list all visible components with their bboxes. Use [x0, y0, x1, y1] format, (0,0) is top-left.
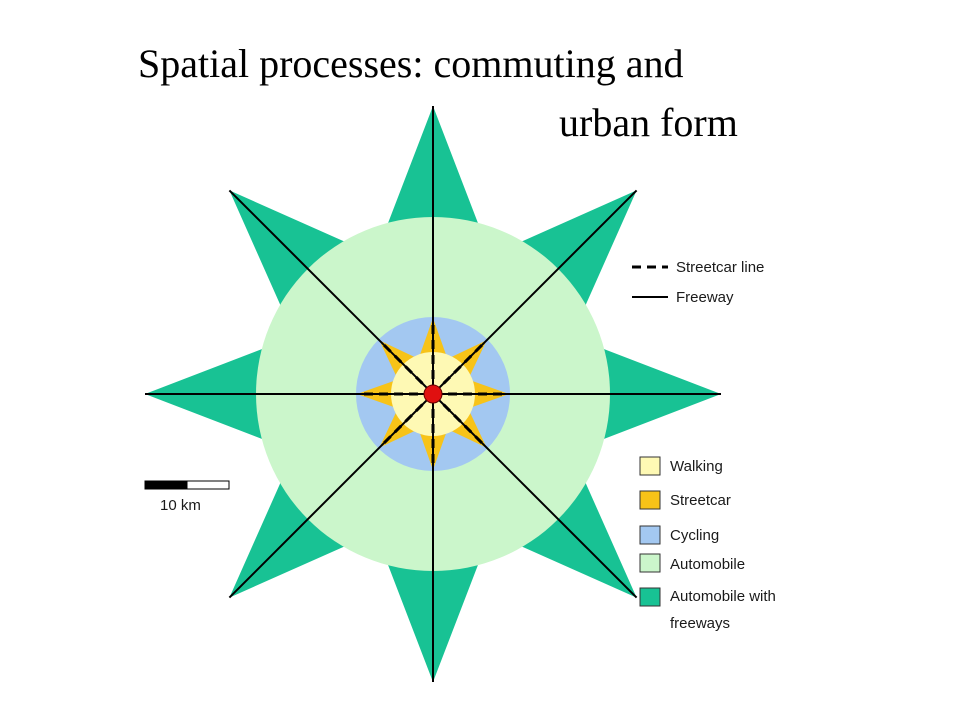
city-center-dot: [423, 384, 443, 404]
legend-streetcar-line-label: Streetcar line: [676, 259, 764, 276]
scale-bar-white-segment: [186, 480, 230, 490]
legend-streetcar-swatch: [639, 490, 661, 510]
legend-automobile-swatch: [639, 553, 661, 573]
zone-legend: Walking Streetcar Cycling Automobile Aut…: [639, 456, 776, 632]
line-legend: Streetcar line Freeway: [632, 259, 764, 306]
legend-freeway-label: Freeway: [676, 289, 734, 306]
streetcar-line: [431, 340, 487, 396]
legend-automobile-with-freeways-swatch: [639, 587, 661, 607]
legend-cycling-label: Cycling: [670, 527, 719, 544]
streetcar-line: [379, 340, 435, 396]
title-line-1: Spatial processes: commuting and: [138, 41, 684, 86]
legend-automobile-label: Automobile: [670, 556, 745, 573]
streetcar-line: [431, 392, 487, 448]
legend-walking-swatch: [639, 456, 661, 476]
title-line-2: urban form: [559, 100, 738, 145]
scale-bar-label: 10 km: [160, 497, 201, 514]
streetcar-lines: [359, 320, 507, 468]
scale-bar-black-segment: [144, 480, 188, 490]
scale-bar: 10 km: [144, 480, 230, 514]
streetcar-line: [379, 392, 435, 448]
legend-automobile-with-freeways-label-line-2: freeways: [670, 615, 730, 632]
legend-walking-label: Walking: [670, 458, 723, 475]
legend-streetcar-label: Streetcar: [670, 492, 731, 509]
legend-cycling-swatch: [639, 525, 661, 545]
legend-automobile-with-freeways-label-line-1: Automobile with: [670, 588, 776, 605]
